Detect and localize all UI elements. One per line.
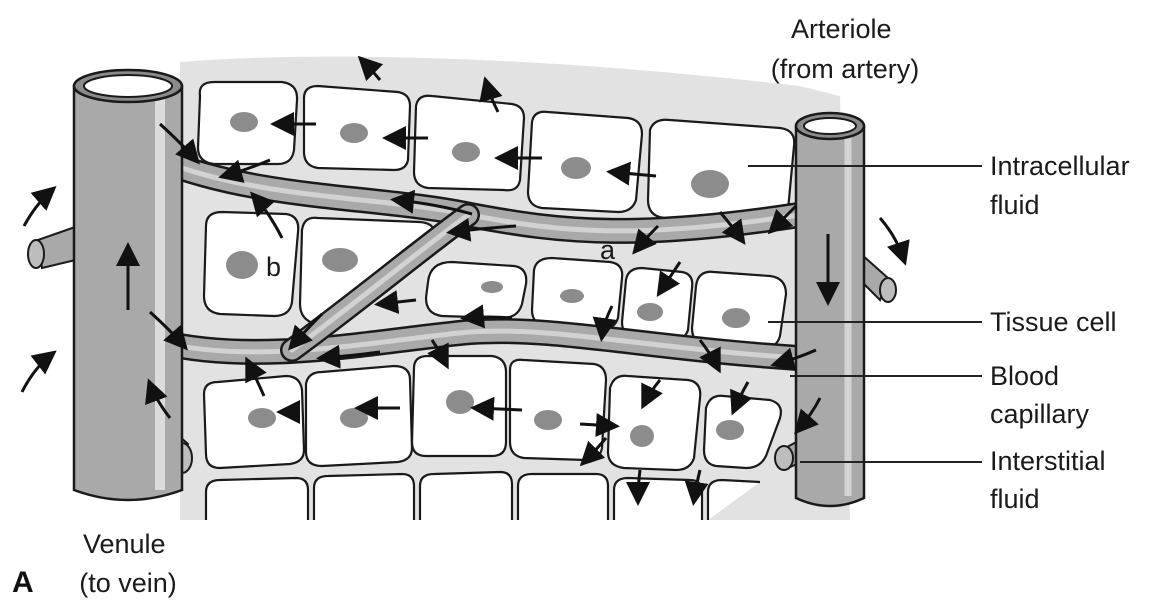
- label-arteriole: Arteriole (from artery): [771, 14, 920, 84]
- marker-a: a: [600, 235, 616, 265]
- label-interstitial-fluid: Interstitial fluid: [990, 446, 1113, 514]
- panel-letter: A: [12, 566, 34, 599]
- label-venule: Venule (to vein): [79, 529, 177, 598]
- venule-vessel: [28, 70, 192, 500]
- tissue-cells-lower-edge: [206, 472, 760, 520]
- label-intracellular-fluid: Intracellular fluid: [990, 151, 1137, 220]
- label-tissue-cell: Tissue cell: [990, 307, 1117, 337]
- label-blood-capillary: Blood capillary: [990, 361, 1090, 429]
- marker-b: b: [266, 252, 281, 282]
